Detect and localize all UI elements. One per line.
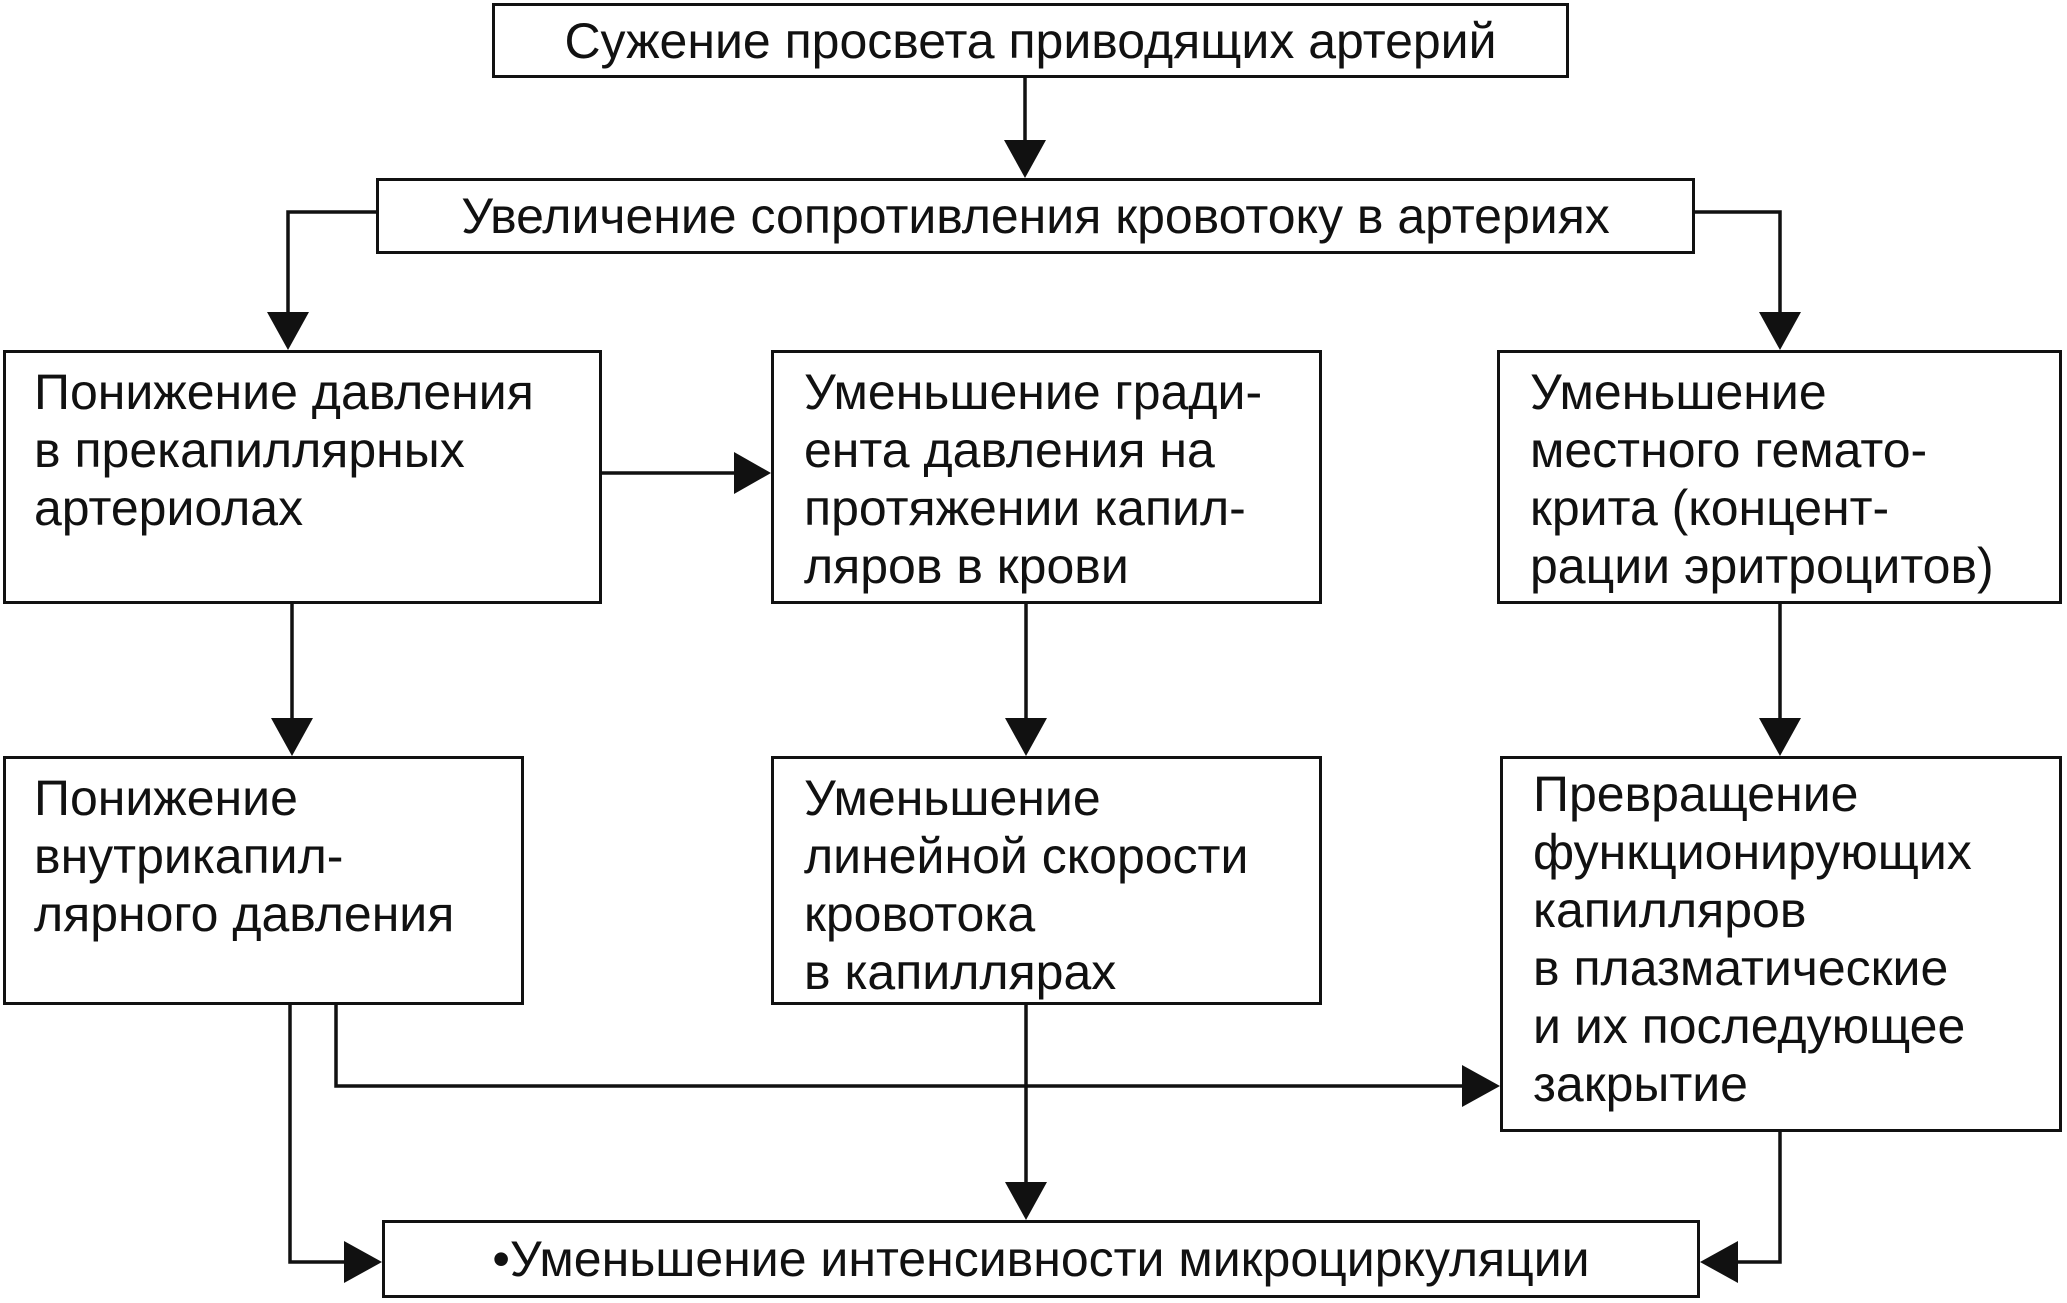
arrow-gradient-to-velocity	[1005, 604, 1047, 756]
arrow-intracap-to-microcirculation	[288, 1005, 382, 1283]
arrow-precap-to-intracap	[271, 604, 313, 756]
arrow-intracap-to-conversion	[334, 1005, 1500, 1107]
node-velocity: Уменьшение линейной скорости кровотока в…	[771, 756, 1322, 1005]
node-conversion: Превращение функционирующих капилляров в…	[1500, 756, 2062, 1132]
node-hematocrit: Уменьшение местного гемато- крита (конце…	[1497, 350, 2062, 604]
arrow-hematocrit-to-conversion	[1759, 604, 1801, 756]
arrow-conversion-to-microcirculation	[1700, 1132, 1782, 1283]
arrow-precap-to-gradient	[602, 452, 771, 494]
arrow-velocity-to-microcirculation	[1005, 1005, 1047, 1220]
arrow-narrowing-to-resistance	[1004, 78, 1046, 178]
node-precap-pressure: Понижение давления в прекапиллярных арте…	[3, 350, 602, 604]
node-resistance: Увеличение сопротивления кровотоку в арт…	[376, 178, 1695, 254]
arrow-resistance-to-precap	[267, 210, 376, 350]
node-microcirculation: •Уменьшение интенсивности микроциркуляци…	[382, 1220, 1700, 1298]
arrow-resistance-to-hematocrit	[1695, 210, 1801, 350]
node-intracap-pressure: Понижение внутрикапил- лярного давления	[3, 756, 524, 1005]
node-gradient: Уменьшение гради- ента давления на протя…	[771, 350, 1322, 604]
node-narrowing: Сужение просвета приводящих артерий	[492, 3, 1569, 78]
